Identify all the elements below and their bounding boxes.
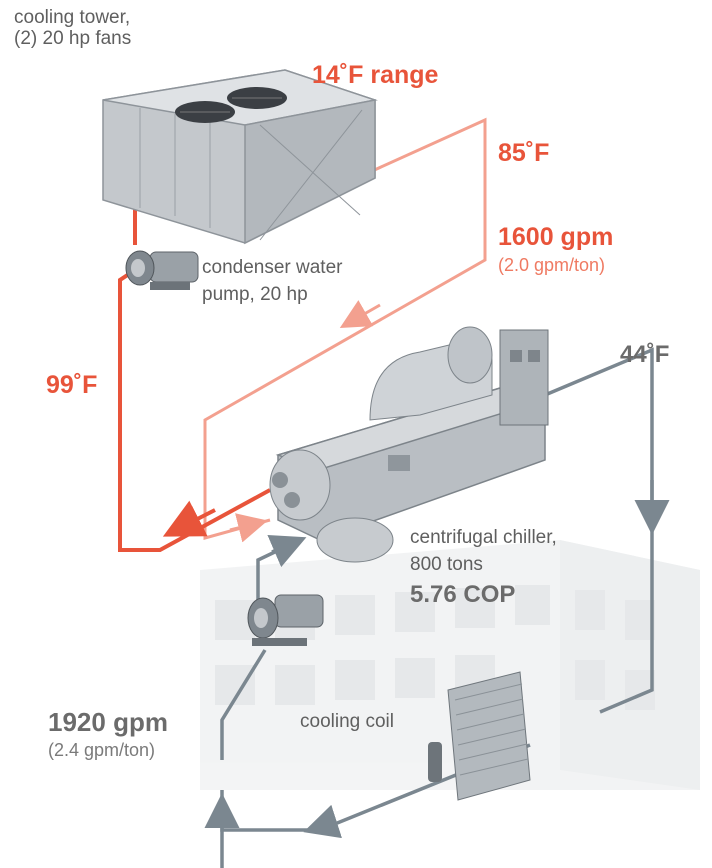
condenser-pump-label: condenser water pump, 20 hp xyxy=(202,257,343,306)
cooling-tower-label: cooling tower, (2) 20 hp fans xyxy=(14,7,132,50)
chilled-flow-label: 1920 gpm (2.4 gpm/ton) xyxy=(48,708,168,760)
range-label: 14˚F range xyxy=(312,61,439,89)
condenser-flow-value: 1600 gpm xyxy=(498,223,614,251)
chiller-label-line2: 800 tons xyxy=(410,553,483,575)
condenser-pump-label-line2: pump, 20 hp xyxy=(202,283,308,305)
chiller-label-line1: centrifugal chiller, xyxy=(410,527,557,548)
chiller-label: centrifugal chiller, 800 tons 5.76 COP xyxy=(410,527,557,608)
condenser-flow-label: 1600 gpm (2.0 gpm/ton) xyxy=(498,223,614,275)
cooling-tower xyxy=(102,69,378,245)
centrifugal-chiller xyxy=(269,326,549,563)
chilled-flow-value: 1920 gpm xyxy=(48,707,168,737)
temp-44-label: 44˚F xyxy=(620,341,670,368)
chiller-cop: 5.76 COP xyxy=(410,580,516,608)
condenser-pump-label-line1: condenser water xyxy=(202,257,343,278)
cooling-coil-label: cooling coil xyxy=(300,711,394,732)
temp-85-label: 85˚F xyxy=(498,139,550,167)
condenser-flow-rate: (2.0 gpm/ton) xyxy=(498,254,606,275)
temp-99-label: 99˚F xyxy=(46,371,98,399)
building-background xyxy=(200,540,700,790)
chilled-water-pump xyxy=(247,594,324,646)
control-panel xyxy=(499,329,549,426)
cooling-tower-label-line2: (2) 20 hp fans xyxy=(14,27,132,49)
chilled-water-pipe xyxy=(204,347,670,868)
condenser-pump xyxy=(125,250,199,290)
cooling-tower-label-line1: cooling tower, xyxy=(14,7,131,28)
chilled-flow-rate: (2.4 gpm/ton) xyxy=(48,739,156,760)
condenser-supply-pipe xyxy=(203,117,487,543)
cooling-coil xyxy=(428,671,531,801)
